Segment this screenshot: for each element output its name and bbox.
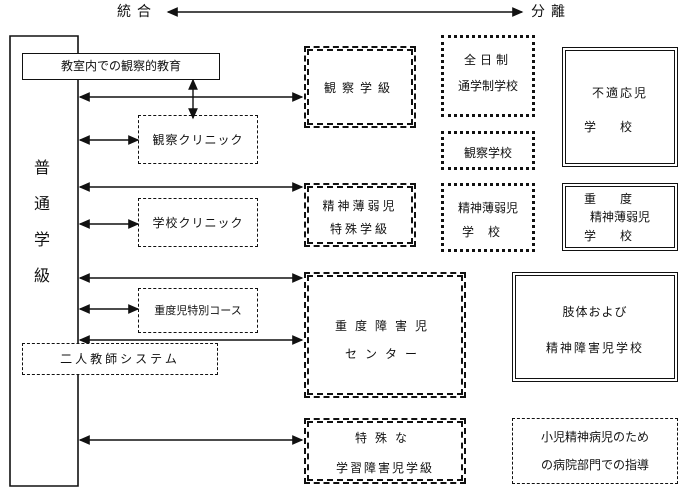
- hospital-guidance-line1: 小児精神病児のため: [540, 430, 649, 444]
- classroom-observation-box: 教室内での観察的教育: [22, 53, 220, 80]
- hospital-guidance-line2: の病院部門での指導: [540, 458, 649, 472]
- fulltime-school-line1: 全日制: [463, 53, 512, 67]
- regular-class-label: 普 通 学 級: [32, 160, 52, 304]
- severe-center-line2: センター: [344, 347, 425, 361]
- school-clinic-label: 学校クリニック: [152, 216, 244, 230]
- regular-class-char-3: 学: [33, 230, 50, 249]
- mr-school-line2: 学校: [461, 225, 514, 239]
- mr-class-line2: 特殊学級: [329, 222, 390, 236]
- two-teacher-system-label: 二人教師システム: [60, 352, 180, 366]
- two-teacher-system-box: 二人教師システム: [22, 343, 218, 375]
- regular-class-char-1: 普: [33, 158, 50, 177]
- physical-mental-school-line1: 肢体および: [562, 305, 628, 319]
- observation-class-label: 観察学級: [323, 81, 396, 95]
- fulltime-school-line2: 通学制学校: [457, 79, 518, 93]
- severe-center-box: 重度障害児 センター: [304, 272, 466, 398]
- ld-class-line2: 学習障害児学級: [335, 461, 434, 475]
- ld-class-box: 特殊な 学習障害児学級: [304, 418, 466, 484]
- severe-mr-school-line1: 重度: [583, 192, 656, 206]
- physical-mental-school-box: 肢体および 精神障害児学校: [512, 272, 678, 382]
- mr-class-box: 精神薄弱児 特殊学級: [304, 183, 416, 247]
- classroom-observation-label: 教室内での観察的教育: [60, 59, 181, 73]
- regular-class-column-outline: [9, 35, 79, 487]
- hospital-guidance-box: 小児精神病児のため の病院部門での指導: [512, 418, 678, 484]
- observation-clinic-label: 観察クリニック: [152, 133, 244, 147]
- regular-class-char-4: 級: [33, 266, 50, 285]
- observation-clinic-box: 観察クリニック: [138, 115, 258, 164]
- severe-mr-school-line3: 学校: [583, 229, 656, 243]
- observation-school-label: 観察学校: [463, 146, 512, 160]
- severe-center-line1: 重度障害児: [334, 319, 435, 333]
- maladjusted-school-box: 不適応児 学校: [562, 47, 678, 167]
- physical-mental-school-line2: 精神障害児学校: [545, 341, 644, 355]
- severe-course-box: 重度児特別コース: [138, 288, 258, 333]
- mr-school-line1: 精神薄弱児: [457, 201, 518, 215]
- school-clinic-box: 学校クリニック: [138, 198, 258, 247]
- severe-mr-school-line2: 精神薄弱児: [589, 210, 650, 224]
- mr-class-line1: 精神薄弱児: [322, 199, 398, 213]
- regular-class-char-2: 通: [33, 194, 50, 213]
- observation-class-box: 観察学級: [304, 46, 416, 128]
- mr-school-box: 精神薄弱児 学校: [441, 183, 535, 252]
- integration-label: 統合: [117, 4, 157, 20]
- ld-class-line1: 特殊な: [354, 431, 415, 445]
- severe-course-label: 重度児特別コース: [154, 304, 242, 317]
- separation-label: 分離: [531, 4, 571, 20]
- severe-mr-school-box: 重度 精神薄弱児 学校: [562, 183, 678, 251]
- maladjusted-school-line2: 学校: [583, 120, 656, 134]
- maladjusted-school-line1: 不適応児: [591, 86, 648, 100]
- fulltime-school-box: 全日制 通学制学校: [441, 35, 535, 117]
- observation-school-box: 観察学校: [441, 131, 535, 170]
